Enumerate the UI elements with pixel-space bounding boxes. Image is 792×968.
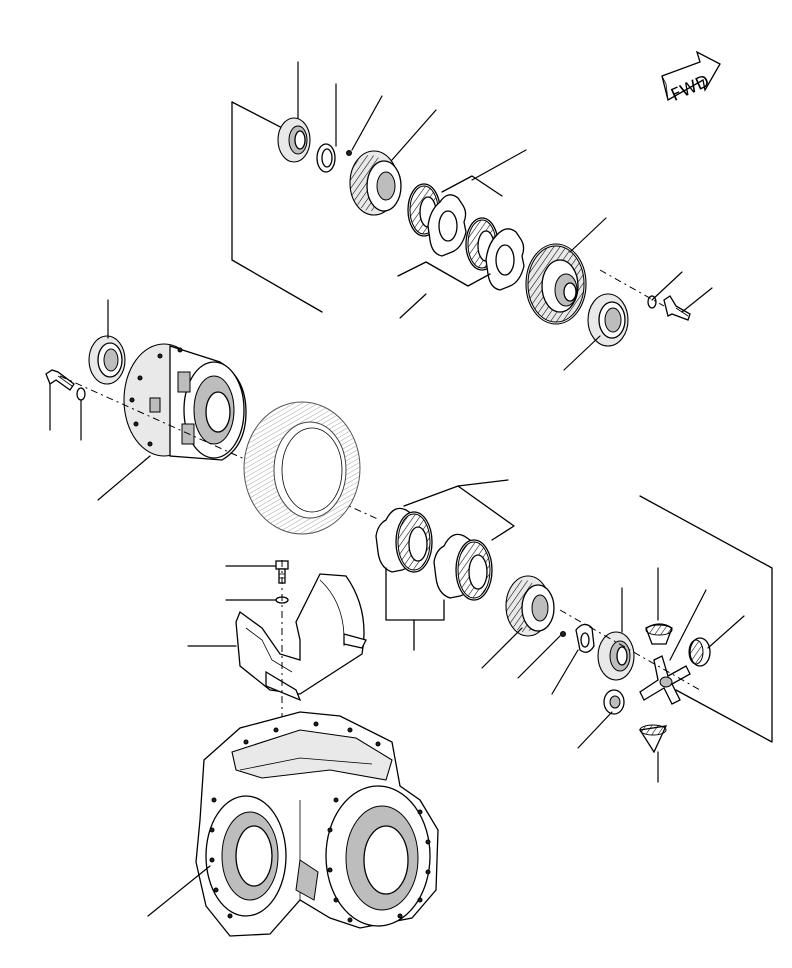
disc-group-bracket-upper xyxy=(397,175,503,287)
leader-pin-lower xyxy=(517,635,561,679)
thrust-washer-upper xyxy=(316,143,336,173)
friction-disc-lower-2 xyxy=(455,539,493,601)
leader-lines xyxy=(49,61,745,917)
oil-seal-left xyxy=(88,335,126,385)
leader-disc-group-lower-upper xyxy=(399,293,427,319)
bearing-upper-right xyxy=(587,293,629,347)
side-gear-lower xyxy=(505,575,555,637)
washer-upper-right xyxy=(647,295,657,309)
leader-spider-cross xyxy=(669,589,707,661)
leader-side-gear-upper xyxy=(391,109,437,161)
leader-bearing-upper-right xyxy=(563,335,601,371)
pin-upper xyxy=(346,150,352,156)
leader-pin-upper xyxy=(351,95,383,151)
pinion-washer-lower xyxy=(603,689,625,715)
shield-cover-plate xyxy=(235,573,367,702)
leader-disc-group-lower xyxy=(457,479,509,487)
side-gear-upper xyxy=(349,150,402,216)
leader-pinion-washer-lower xyxy=(577,711,613,749)
pinion-gear-bottom xyxy=(638,724,668,754)
axle-housing xyxy=(195,711,439,937)
bolt-left xyxy=(45,369,75,391)
differential-gear-upper xyxy=(525,243,587,325)
fwd-direction-arrow: FWD xyxy=(661,50,721,106)
leader-washer-upper-right xyxy=(651,271,683,301)
separator-plate-upper-2 xyxy=(485,228,525,291)
disc-group-bracket-lower xyxy=(385,485,515,651)
leader-differential-gear-upper xyxy=(569,217,607,253)
washer-left xyxy=(76,387,86,401)
leader-side-gear-lower xyxy=(481,627,523,669)
pin-lower xyxy=(560,631,566,637)
leader-thrust-washer-lower xyxy=(551,649,579,695)
upper-assembly-bracket xyxy=(231,101,323,313)
ring-gear-large xyxy=(243,401,361,535)
bearing-cup-lower xyxy=(597,631,635,681)
pinion-gear-top xyxy=(645,623,673,645)
leader-differential-case xyxy=(97,455,151,501)
leader-bolt-upper-right xyxy=(681,287,713,313)
leader-disc-group-upper xyxy=(471,149,527,181)
bearing-cup-upper xyxy=(277,117,311,163)
differential-case xyxy=(123,343,247,461)
leader-axle-housing xyxy=(147,865,211,917)
thrust-washer-lower xyxy=(575,623,595,653)
spider-group-bracket xyxy=(559,495,773,743)
friction-disc-lower-1 xyxy=(395,511,433,573)
pinion-gear-right xyxy=(688,637,711,667)
axis-line-upper xyxy=(599,269,665,307)
spider-cross xyxy=(639,655,691,705)
leader-pinion-gear-right xyxy=(707,615,745,649)
separator-plate-upper-1 xyxy=(427,194,467,257)
